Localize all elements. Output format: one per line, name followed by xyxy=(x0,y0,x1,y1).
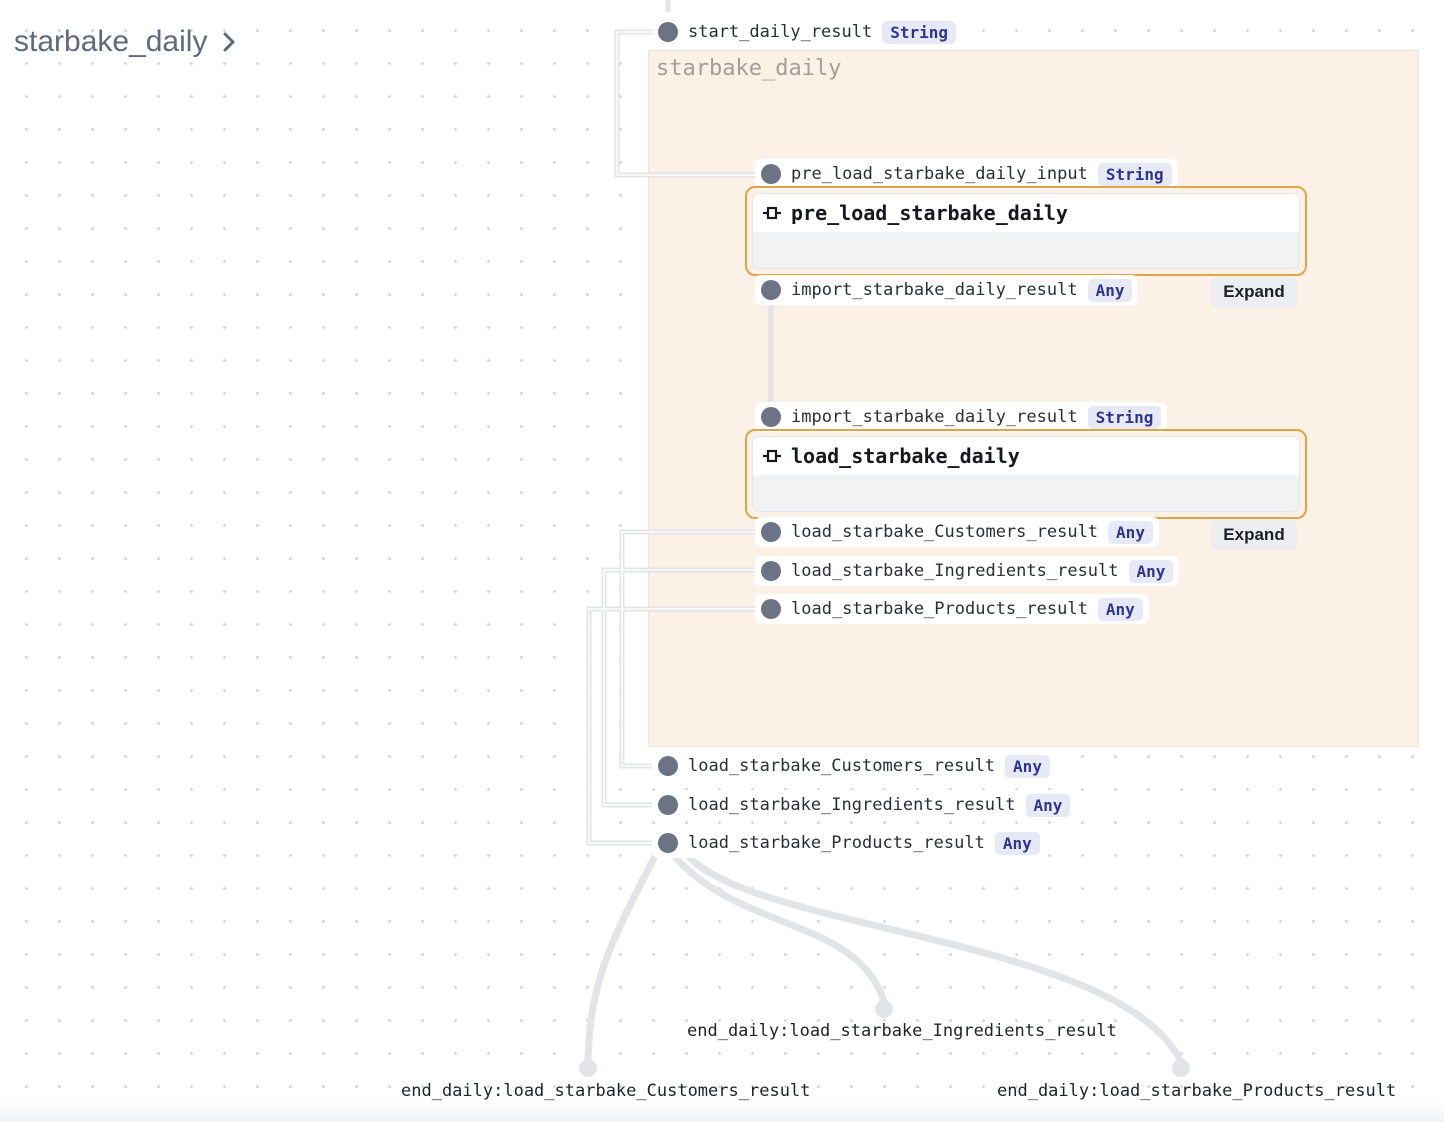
op-card[interactable]: load_starbake_daily xyxy=(753,437,1299,511)
type-badge: Any xyxy=(1025,793,1071,817)
type-badge: Any xyxy=(1108,520,1153,544)
group-output-port[interactable]: load_starbake_Products_result Any xyxy=(652,828,1046,858)
op-title: load_starbake_daily xyxy=(791,444,1020,468)
op-input-port[interactable]: import_starbake_daily_result String xyxy=(755,402,1168,432)
group-output-port[interactable]: load_starbake_Customers_result Any xyxy=(652,751,1056,781)
chevron-right-icon xyxy=(221,31,237,53)
expand-button[interactable]: Expand xyxy=(1211,277,1297,307)
port-label: start_daily_result xyxy=(688,22,873,42)
op-node-pre-load[interactable]: pre_load_starbake_daily xyxy=(745,186,1307,276)
op-node-icon xyxy=(763,444,781,468)
op-output-port[interactable]: import_starbake_daily_result Any xyxy=(755,275,1139,305)
edge-to-end-customers xyxy=(584,854,658,1064)
port-dot[interactable] xyxy=(761,522,781,542)
port-dot[interactable] xyxy=(761,407,781,427)
edge-to-end-ingredients xyxy=(672,854,888,1006)
port-label: pre_load_starbake_daily_input xyxy=(791,164,1088,184)
edge-start-to-preload xyxy=(614,29,758,178)
end-handle-ingredients xyxy=(875,1000,893,1018)
op-title: pre_load_starbake_daily xyxy=(791,201,1068,225)
expand-button[interactable]: Expand xyxy=(1211,520,1297,550)
port-label: load_starbake_Customers_result xyxy=(791,522,1099,542)
op-node-icon xyxy=(763,201,781,225)
op-card[interactable]: pre_load_starbake_daily xyxy=(753,194,1299,268)
end-node-ingredients[interactable]: end_daily:load_starbake_Ingredients_resu… xyxy=(687,1021,1117,1041)
end-node-products[interactable]: end_daily:load_starbake_Products_result xyxy=(997,1081,1397,1101)
breadcrumb-label: starbake_daily xyxy=(14,25,208,58)
port-label: load_starbake_Ingredients_result xyxy=(688,795,1016,815)
op-node-load[interactable]: load_starbake_daily xyxy=(745,429,1307,519)
type-badge: String xyxy=(882,20,957,44)
port-dot[interactable] xyxy=(658,22,678,42)
start-output-port[interactable]: start_daily_result String xyxy=(652,17,963,47)
type-badge: String xyxy=(1087,405,1162,429)
op-header: pre_load_starbake_daily xyxy=(753,194,1299,232)
port-label: load_starbake_Ingredients_result xyxy=(791,561,1119,581)
port-dot[interactable] xyxy=(658,833,678,853)
port-dot[interactable] xyxy=(761,599,781,619)
port-dot[interactable] xyxy=(761,280,781,300)
port-dot[interactable] xyxy=(658,756,678,776)
port-label: load_starbake_Customers_result xyxy=(688,756,996,776)
port-dot[interactable] xyxy=(658,795,678,815)
edge-to-end-products xyxy=(686,854,1184,1064)
end-node-customers[interactable]: end_daily:load_starbake_Customers_result xyxy=(401,1081,811,1101)
edge-customers-inner xyxy=(619,529,758,769)
port-dot[interactable] xyxy=(761,164,781,184)
type-badge: Any xyxy=(1005,754,1050,778)
port-label: import_starbake_daily_result xyxy=(791,280,1078,300)
type-badge: Any xyxy=(994,831,1040,855)
port-label: load_starbake_Products_result xyxy=(791,599,1088,619)
op-output-port[interactable]: load_starbake_Ingredients_result Any xyxy=(755,556,1180,586)
group-output-port[interactable]: load_starbake_Ingredients_result Any xyxy=(652,790,1077,820)
op-output-port[interactable]: load_starbake_Products_result Any xyxy=(755,594,1149,624)
port-label: load_starbake_Products_result xyxy=(688,833,985,853)
group-label: starbake_daily xyxy=(656,56,842,81)
bottom-edge-shadow xyxy=(0,1100,1444,1122)
type-badge: Any xyxy=(1128,559,1174,583)
end-handle-products xyxy=(1172,1059,1190,1077)
port-label: import_starbake_daily_result xyxy=(791,407,1078,427)
end-handle-customers xyxy=(579,1059,597,1077)
breadcrumb[interactable]: starbake_daily xyxy=(14,20,237,64)
op-input-port[interactable]: pre_load_starbake_daily_input String xyxy=(755,159,1178,189)
port-dot[interactable] xyxy=(761,561,781,581)
op-output-port[interactable]: load_starbake_Customers_result Any xyxy=(755,517,1159,547)
type-badge: Any xyxy=(1097,597,1143,621)
type-badge: String xyxy=(1097,162,1172,186)
type-badge: Any xyxy=(1087,278,1133,302)
op-header: load_starbake_daily xyxy=(753,437,1299,475)
